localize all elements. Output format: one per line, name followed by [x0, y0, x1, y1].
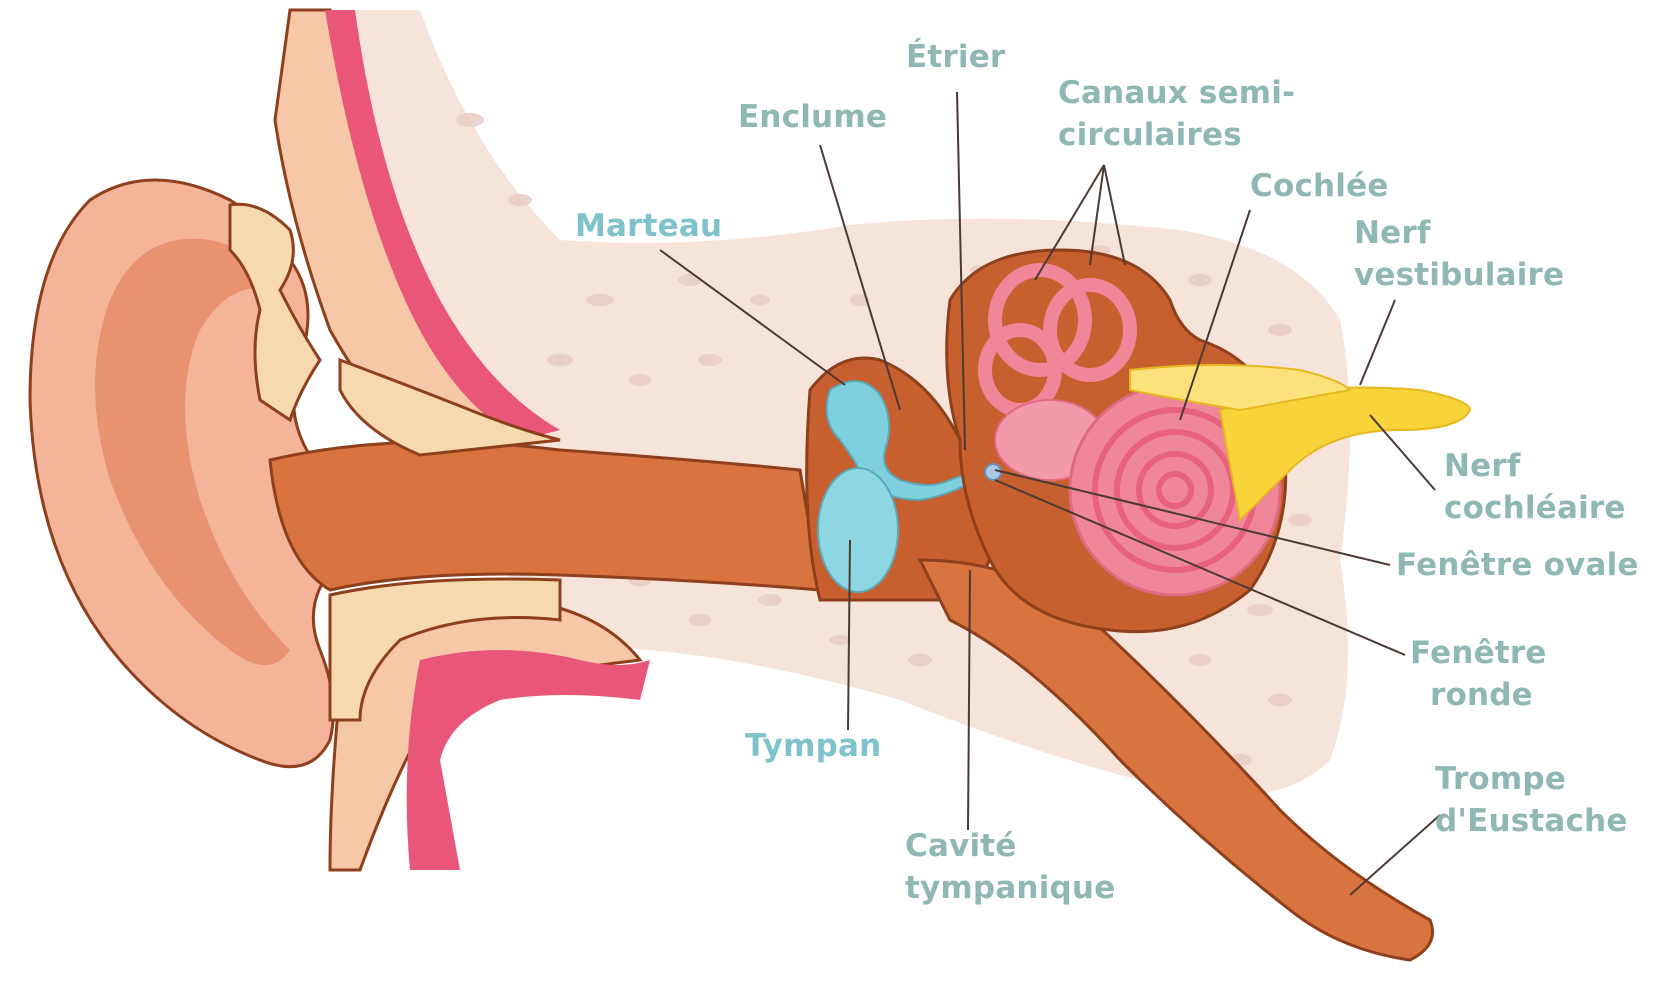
label-trompe-line2: d'Eustache	[1435, 800, 1628, 842]
muscle-band-bottom	[407, 650, 650, 870]
ear-canal	[270, 442, 820, 590]
label-cavite-line1: Cavité	[905, 825, 1017, 867]
label-nerf-cochleaire-line1: Nerf	[1444, 445, 1521, 487]
label-fenetre-ovale: Fenêtre ovale	[1396, 544, 1639, 586]
oval-window	[985, 464, 1001, 480]
label-etrier: Étrier	[906, 36, 1005, 78]
label-cavite-line2: tympanique	[905, 867, 1115, 909]
label-marteau: Marteau	[575, 205, 722, 247]
leader-trompe	[1350, 815, 1440, 895]
label-nerf-vestibulaire-line2: vestibulaire	[1354, 254, 1564, 296]
leader-nerf-vest	[1360, 300, 1395, 385]
label-nerf-vestibulaire-line1: Nerf	[1354, 212, 1431, 254]
label-fenetre-ronde-line2: ronde	[1430, 674, 1533, 716]
label-tympan: Tympan	[745, 725, 881, 767]
eardrum	[818, 468, 898, 592]
label-trompe-line1: Trompe	[1435, 758, 1566, 800]
label-fenetre-ronde-line1: Fenêtre	[1410, 632, 1547, 674]
label-enclume: Enclume	[738, 96, 887, 138]
label-cochlee: Cochlée	[1250, 165, 1389, 207]
label-canaux-line1: Canaux semi-	[1058, 72, 1295, 114]
label-canaux-line2: circulaires	[1058, 114, 1242, 156]
label-nerf-cochleaire-line2: cochléaire	[1444, 487, 1626, 529]
